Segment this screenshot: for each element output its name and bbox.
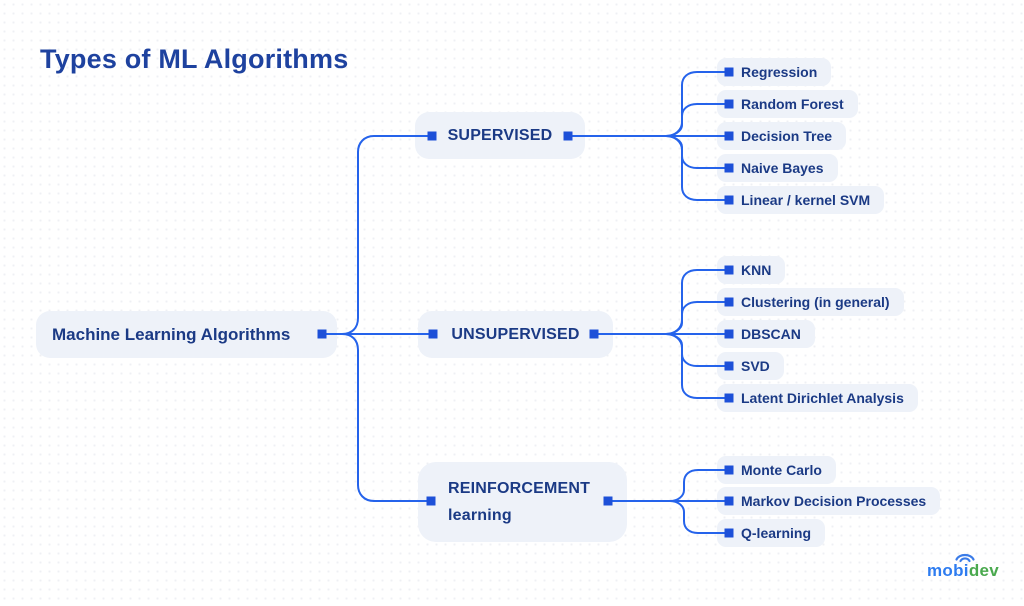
leaf-random-forest: Random Forest	[717, 90, 858, 118]
leaf-linear-kernel-svm: Linear / kernel SVM	[717, 186, 885, 214]
branch-unsupervised: UNSUPERVISED	[418, 311, 613, 358]
node-label: Machine Learning Algorithms	[52, 324, 291, 344]
branch-supervised: SUPERVISED	[415, 112, 585, 159]
leaf-monte-carlo: Monte Carlo	[717, 456, 836, 484]
leaf-latent-dirichlet-analysis: Latent Dirichlet Analysis	[717, 384, 918, 412]
leaf-q-learning: Q-learning	[717, 519, 826, 547]
unsupervised-connectors	[594, 269, 729, 399]
leaf-knn: KNN	[717, 256, 786, 284]
logo-text-mobi: mobi	[927, 561, 969, 580]
logo-wordmark: mobidev	[927, 561, 999, 581]
branch-label-line1: REINFORCEMENT	[448, 480, 591, 497]
leaf-dbscan: DBSCAN	[717, 320, 815, 348]
branch-label: UNSUPERVISED	[451, 325, 580, 343]
leaf-naive-bayes: Naive Bayes	[717, 154, 838, 182]
page-title: Types of ML Algorithms	[40, 44, 349, 74]
node-machine-learning-algorithms: Machine Learning Algorithms	[36, 311, 337, 358]
leaf-clustering: Clustering (in general)	[717, 288, 904, 316]
leaf-regression: Regression	[717, 58, 832, 86]
root-connectors	[322, 135, 433, 502]
logo-mobidev: mobidev	[927, 550, 1009, 584]
branch-label: SUPERVISED	[447, 126, 553, 144]
branch-label-line2: learning	[448, 507, 512, 524]
leaf-decision-tree: Decision Tree	[717, 122, 847, 150]
leaf-svd: SVD	[717, 352, 784, 380]
branch-reinforcement-learning: REINFORCEMENT learning	[418, 462, 627, 542]
branch-label: REINFORCEMENT learning	[448, 475, 590, 529]
leaf-markov-decision-processes: Markov Decision Processes	[717, 487, 941, 515]
wifi-signal-icon	[955, 553, 975, 563]
logo-text-dev: dev	[968, 561, 1000, 580]
supervised-connectors	[568, 71, 729, 201]
